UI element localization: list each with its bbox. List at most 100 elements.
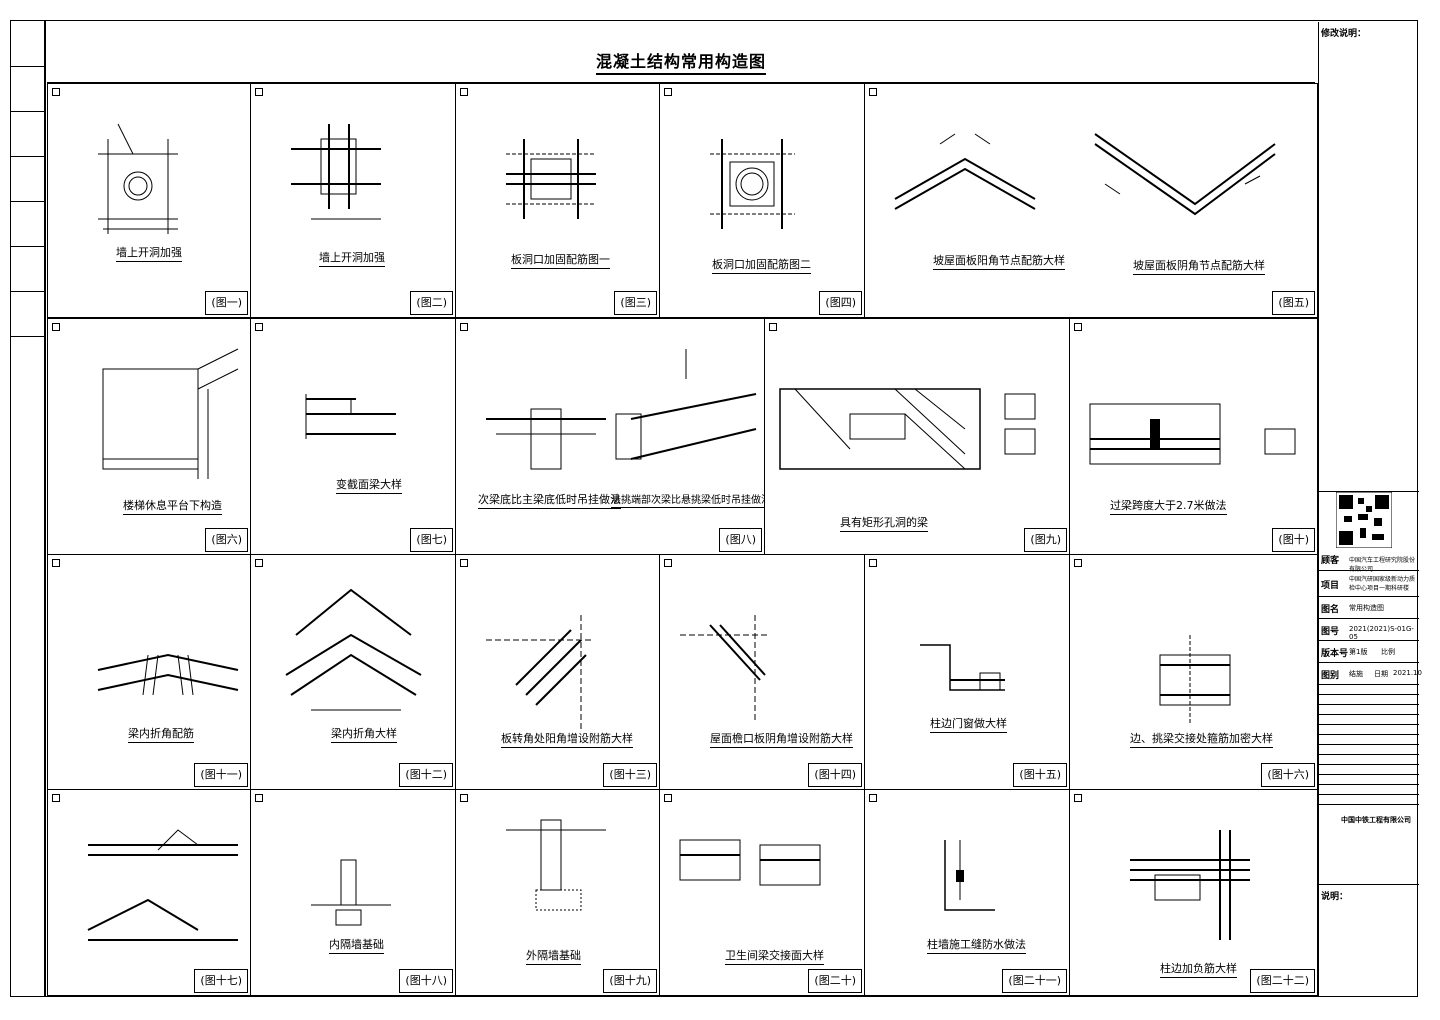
detail-number: (图二十) (808, 969, 862, 993)
detail-number: (图二十一) (1002, 969, 1067, 993)
beam-fold-detail-drawing (285, 588, 422, 711)
lintel-drawing (1089, 403, 1296, 465)
bathroom-beam-drawing (679, 839, 821, 886)
stair-landing-drawing (102, 348, 239, 479)
detail-number: (图十九) (603, 969, 657, 993)
detail-caption: 板转角处阳角增设附筋大样 (501, 730, 633, 748)
detail-panel-14: 屋面檐口板阴角增设附筋大样 (图十四) (659, 554, 865, 790)
detail-number: (图八) (719, 528, 762, 552)
project-label: 项目 (1321, 581, 1340, 591)
outer-wall-foundation-drawing (506, 819, 606, 911)
detail-panel-19: 外隔墙基础 (图十九) (455, 789, 660, 996)
slab-opening-drawing-2 (710, 139, 795, 229)
detail-number: (图一) (205, 291, 248, 315)
detail-panel-22: 柱边加负筋大样 (图二十二) (1069, 789, 1318, 996)
detail-caption-secondary: 坡屋面板阴角节点配筋大样 (1133, 257, 1265, 275)
date-label: 日期 (1374, 670, 1388, 678)
detail-caption: 内隔墙基础 (329, 936, 384, 954)
detail-panel-5: 坡屋面板阳角节点配筋大样 坡屋面板阴角节点配筋大样 (图五) (864, 83, 1318, 318)
detail-caption: 变截面梁大样 (336, 476, 402, 494)
detail-caption: 墙上开洞加强 (116, 244, 182, 262)
detail-caption: 具有矩形孔洞的梁 (840, 514, 928, 532)
detail-panel-8: 次梁底比主梁底低时吊挂做法 悬挑端部次梁比悬挑梁低时吊挂做法 (图八) (455, 318, 765, 555)
detail-panel-6: 楼梯休息平台下构造 (图六) (47, 318, 251, 555)
project-value: 中国汽研国家级新动力质检中心项目一期科研楼 (1349, 576, 1416, 592)
detail-number: (图二) (410, 291, 453, 315)
detail-panel-12: 梁内折角大样 (图十二) (250, 554, 456, 790)
client-value: 中国汽车工程研究院股份有限公司 (1349, 557, 1416, 573)
slab-corner-drawing (486, 615, 591, 730)
detail-caption: 梁内折角配筋 (128, 725, 194, 743)
detail-number: (图二十二) (1250, 969, 1315, 993)
client-label: 顾客 (1321, 556, 1340, 566)
wall-opening-drawing-2 (291, 124, 381, 220)
discipline-value: 结施 (1349, 670, 1363, 678)
detail-panel-15: 柱边门窗做大样 (图十五) (864, 554, 1070, 790)
detail-panel-4: 板洞口加固配筋图二 (图四) (659, 83, 865, 318)
detail-caption: 柱边门窗做大样 (930, 715, 1007, 733)
stair-detail-drawing (87, 829, 238, 941)
detail-caption: 梁内折角大样 (331, 725, 397, 743)
detail-panel-18: 内隔墙基础 (图十八) (250, 789, 456, 996)
company-name: 中国中铁工程有限公司 (1341, 816, 1411, 824)
column-door-drawing (920, 644, 1005, 691)
detail-panel-7: 变截面梁大样 (图七) (250, 318, 456, 555)
detail-number: (图十二) (399, 763, 453, 787)
beam-fold-drawing (97, 653, 239, 696)
variable-beam-drawing (305, 394, 396, 439)
detail-number: (图十五) (1013, 763, 1067, 787)
drawing-frame (45, 20, 1418, 997)
detail-number: (图六) (205, 528, 248, 552)
detail-caption: 楼梯休息平台下构造 (123, 497, 222, 515)
detail-caption: 外隔墙基础 (526, 947, 581, 965)
detail-caption: 板洞口加固配筋图一 (511, 251, 610, 269)
construction-joint-drawing (944, 840, 995, 911)
detail-caption: 柱墙施工缝防水做法 (927, 936, 1026, 954)
date-value: 2021.10 (1393, 669, 1422, 677)
detail-panel-10: 过梁跨度大于2.7米做法 (图十) (1069, 318, 1318, 555)
detail-panel-16: 边、挑梁交接处箍筋加密大样 (图十六) (1069, 554, 1318, 790)
detail-number: (图十四) (808, 763, 862, 787)
detail-number: (图十一) (194, 763, 248, 787)
drawing-no-value: 2021(2021)S-01G-05 (1349, 625, 1414, 641)
qr-code (1336, 492, 1392, 548)
hanger-bar-drawing (486, 349, 757, 470)
detail-panel-17: (图十七) (47, 789, 251, 996)
detail-panel-21: 柱墙施工缝防水做法 (图二十一) (864, 789, 1070, 996)
scale-label: 比例 (1381, 648, 1395, 656)
detail-panel-13: 板转角处阳角增设附筋大样 (图十三) (455, 554, 660, 790)
detail-number: (图十三) (603, 763, 657, 787)
detail-number: (图九) (1024, 528, 1067, 552)
discipline-label: 图别 (1321, 671, 1340, 681)
detail-number: (图十) (1272, 528, 1315, 552)
detail-panel-2: 墙上开洞加强 (图二) (250, 83, 456, 318)
detail-panel-20: 卫生间梁交接面大样 (图二十) (659, 789, 865, 996)
detail-panel-3: 板洞口加固配筋图一 (图三) (455, 83, 660, 318)
detail-number: (图七) (410, 528, 453, 552)
drawing-name-value: 常用构造图 (1349, 604, 1384, 612)
detail-caption: 屋面檐口板阴角增设附筋大样 (710, 730, 853, 748)
detail-caption: 板洞口加固配筋图二 (712, 256, 811, 274)
detail-number: (图十六) (1261, 763, 1315, 787)
inner-wall-foundation-drawing (311, 859, 391, 926)
detail-panel-1: 墙上开洞加强 (图一) (47, 83, 251, 318)
notes-label: 说明： (1321, 892, 1349, 902)
eave-corner-drawing (680, 615, 770, 720)
version-label: 版本号 (1321, 649, 1349, 659)
left-binding-strip (10, 20, 45, 997)
detail-panel-11: 梁内折角配筋 (图十一) (47, 554, 251, 790)
slab-opening-drawing (506, 139, 596, 219)
detail-caption: 卫生间梁交接面大样 (725, 947, 824, 965)
detail-caption: 坡屋面板阳角节点配筋大样 (933, 252, 1065, 270)
revision-label: 修改说明： (1321, 29, 1367, 39)
drawing-no-label: 图号 (1321, 627, 1340, 637)
detail-number: (图十八) (399, 969, 453, 993)
detail-caption: 墙上开洞加强 (319, 249, 385, 267)
detail-caption: 过梁跨度大于2.7米做法 (1110, 497, 1227, 515)
detail-caption: 边、挑梁交接处箍筋加密大样 (1130, 730, 1273, 748)
detail-number: (图五) (1272, 291, 1315, 315)
detail-number: (图三) (614, 291, 657, 315)
detail-caption: 柱边加负筋大样 (1160, 960, 1237, 978)
detail-panel-9: 具有矩形孔洞的梁 (图九) (764, 318, 1070, 555)
